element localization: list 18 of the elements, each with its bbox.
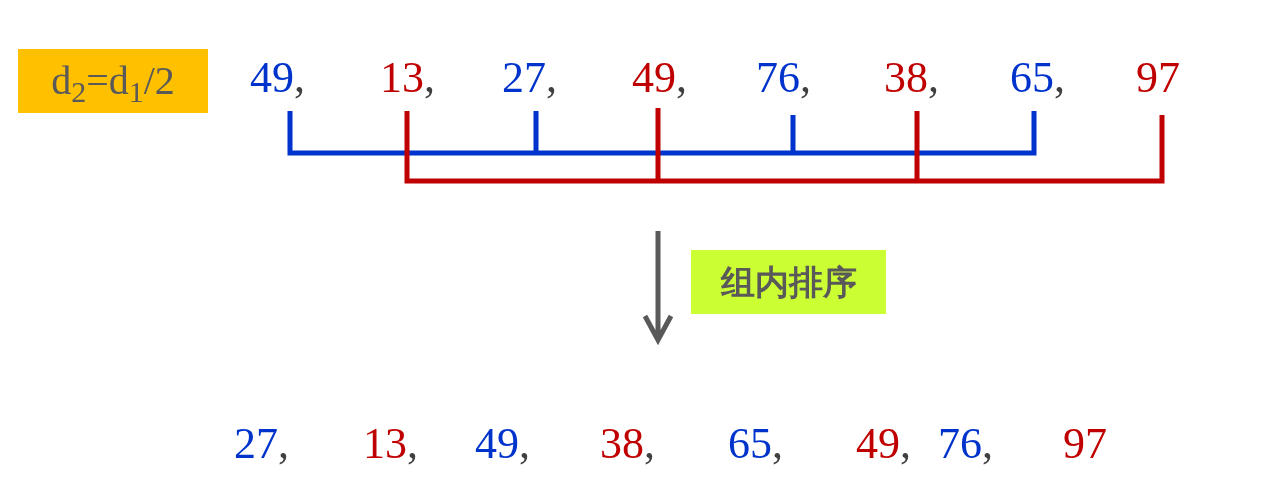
number-label: 13,: [380, 56, 435, 100]
number-label: 76,: [756, 56, 811, 100]
number-label: 97: [1136, 56, 1180, 100]
number-label: 27,: [234, 422, 289, 466]
number-label: 65,: [1010, 56, 1065, 100]
number-label: 13,: [363, 422, 418, 466]
number-label: 49,: [632, 56, 687, 100]
step-label-box: 组内排序: [691, 250, 886, 314]
number-label: 49,: [475, 422, 530, 466]
number-label: 49,: [856, 422, 911, 466]
number-label: 38,: [600, 422, 655, 466]
number-label: 76,: [938, 422, 993, 466]
number-label: 49,: [250, 56, 305, 100]
number-label: 65,: [728, 422, 783, 466]
number-label: 27,: [502, 56, 557, 100]
number-label: 38,: [884, 56, 939, 100]
number-label: 97: [1063, 422, 1107, 466]
formula-box: d$_{2}$=d$_{1}$/2: [18, 49, 208, 113]
